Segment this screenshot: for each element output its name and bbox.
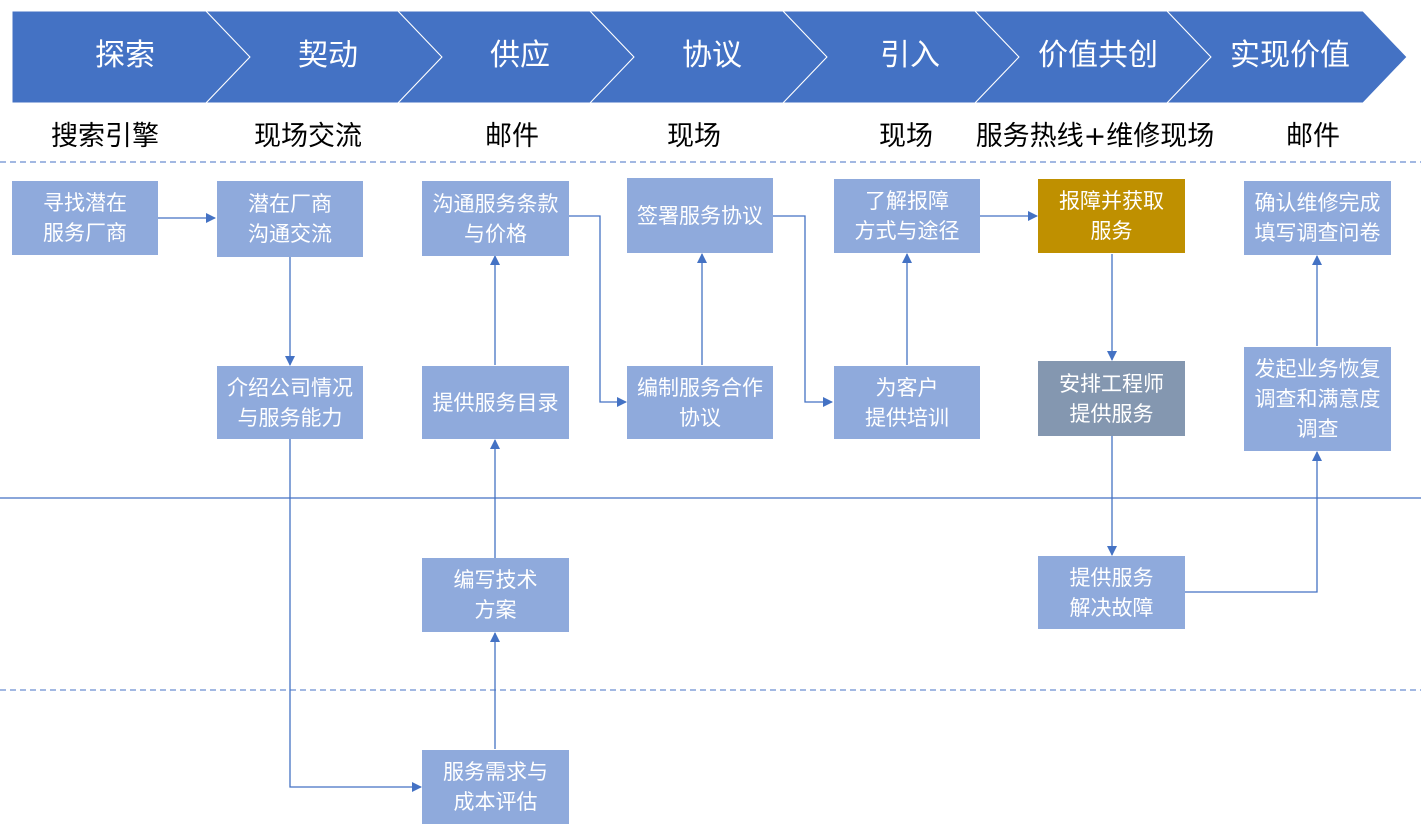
stage-label-onboard: 引入 <box>880 38 940 73</box>
stage-chevron-realize <box>1165 10 1408 104</box>
node-recovery-survey: 发起业务恢复 调查和满意度 调查 <box>1244 347 1391 451</box>
node-draft-agreement: 编制服务合作 协议 <box>627 366 773 439</box>
channel-label-agreement: 现场 <box>667 121 721 152</box>
node-service-catalog: 提供服务目录 <box>422 366 569 439</box>
node-needs-cost: 服务需求与 成本评估 <box>422 750 569 824</box>
channel-label-explore: 搜索引擎 <box>51 121 159 152</box>
channel-label-supply: 邮件 <box>485 121 539 152</box>
arrow-solve-to-recovery <box>1184 451 1322 593</box>
arrow-intro-to-needs <box>289 439 422 792</box>
node-intro-company: 介绍公司情况 与服务能力 <box>217 366 363 439</box>
node-vendor-talk: 潜在厂商 沟通交流 <box>217 181 363 257</box>
node-report-service: 报障并获取 服务 <box>1038 179 1185 253</box>
stage-label-supply: 供应 <box>490 38 550 73</box>
stage-label-realize: 实现价值 <box>1230 38 1350 73</box>
node-find-vendor: 寻找潜在 服务厂商 <box>12 181 158 255</box>
stage-label-engage: 契动 <box>298 38 358 73</box>
channel-label-engage: 现场交流 <box>254 121 362 152</box>
stage-label-agreement: 协议 <box>682 38 742 73</box>
node-sign-agreement: 签署服务协议 <box>627 178 773 253</box>
node-solve-fault: 提供服务 解决故障 <box>1038 556 1185 629</box>
node-terms-price: 沟通服务条款 与价格 <box>422 181 569 256</box>
stage-chevron-bar <box>11 10 1408 104</box>
node-training: 为客户 提供培训 <box>834 366 980 439</box>
arrow-sign-to-training <box>773 215 833 407</box>
node-confirm-survey: 确认维修完成 填写调查问卷 <box>1244 181 1391 255</box>
node-engineer: 安排工程师 提供服务 <box>1038 361 1185 436</box>
channel-label-realize: 邮件 <box>1286 121 1340 152</box>
channel-label-onboard: 现场 <box>879 121 933 152</box>
node-tech-plan: 编写技术 方案 <box>422 558 569 632</box>
node-learn-report: 了解报障 方式与途径 <box>834 179 980 253</box>
stage-label-cocreate: 价值共创 <box>1038 38 1158 73</box>
arrow-terms-to-draft <box>569 215 627 407</box>
channel-label-cocreate: 服务热线+维修现场 <box>975 121 1215 152</box>
stage-label-explore: 探索 <box>95 38 155 73</box>
